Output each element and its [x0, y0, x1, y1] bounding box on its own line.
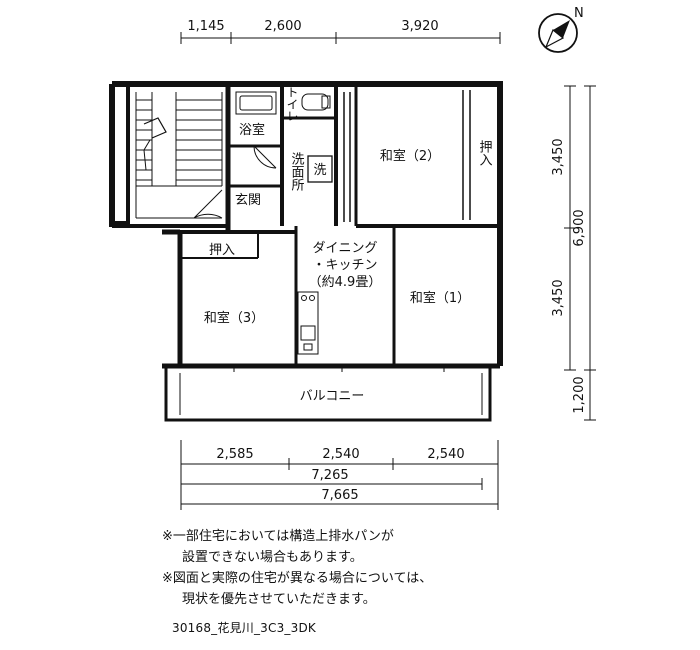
kitchen-counter	[297, 291, 319, 355]
room-washitsu-3: 和室（3）	[204, 310, 264, 326]
bottom-dimension-inner-total: 7,265	[311, 468, 348, 483]
bottom-dimension-outer-total: 7,665	[321, 488, 358, 503]
room-washitsu-1: 和室（1）	[410, 290, 470, 306]
staircase	[136, 92, 222, 187]
right-dimension-balcony: 1,200	[572, 376, 587, 413]
bottom-dimension-1: 2,585	[216, 447, 253, 462]
notes: ※一部住宅においては構造上排水パンが 設置できない場合もあります。 ※図面と実際…	[162, 526, 682, 610]
room-oshiire-right: 押入	[477, 140, 493, 166]
room-washitsu-2: 和室（2）	[380, 148, 440, 164]
room-oshiire-left: 押入	[209, 243, 235, 258]
room-washer: 洗	[313, 163, 326, 178]
room-bath: 浴室	[239, 122, 265, 138]
bathroom-door	[253, 145, 277, 169]
bathtub	[235, 91, 277, 115]
room-washroom: 洗面所	[289, 152, 305, 191]
washing-machine-pan	[307, 155, 333, 183]
north-compass-icon: N	[538, 6, 584, 53]
room-dining-kitchen-line1: ダイニング	[312, 241, 377, 256]
toilet-fixture-icon	[301, 93, 331, 111]
right-dimension-lines	[564, 85, 596, 421]
windows	[198, 85, 480, 372]
room-dining-kitchen-line2: ・キッチン	[312, 258, 377, 273]
building-walls	[109, 81, 503, 422]
right-dimension-lower: 3,450	[551, 279, 566, 316]
note-line-1: ※一部住宅においては構造上排水パンが	[162, 529, 394, 544]
bottom-dimension-2: 2,540	[322, 447, 359, 462]
top-dimension-3: 3,920	[401, 19, 438, 34]
room-dining-kitchen-line3: （約4.9畳）	[309, 275, 382, 290]
entrance-door	[193, 189, 223, 219]
right-dimension-upper: 3,450	[551, 138, 566, 175]
bottom-dimension-lines	[180, 440, 499, 510]
north-label: N	[574, 6, 584, 21]
top-dimension-line	[180, 32, 501, 44]
top-dimension-2: 2,600	[264, 19, 301, 34]
top-dimension-1: 1,145	[187, 19, 224, 34]
note-line-4: 現状を優先させていただきます。	[182, 592, 376, 607]
property-code: 30168_花見川_3C3_3DK	[172, 621, 316, 635]
room-entrance: 玄関	[235, 193, 261, 208]
room-balcony: バルコニー	[300, 389, 365, 404]
bottom-dimension-3: 2,540	[427, 447, 464, 462]
note-line-2: 設置できない場合もあります。	[182, 550, 363, 565]
note-line-3: ※図面と実際の住宅が異なる場合については、	[162, 571, 433, 586]
right-dimension-total: 6,900	[572, 209, 587, 246]
room-toilet: トイレ	[285, 86, 299, 122]
